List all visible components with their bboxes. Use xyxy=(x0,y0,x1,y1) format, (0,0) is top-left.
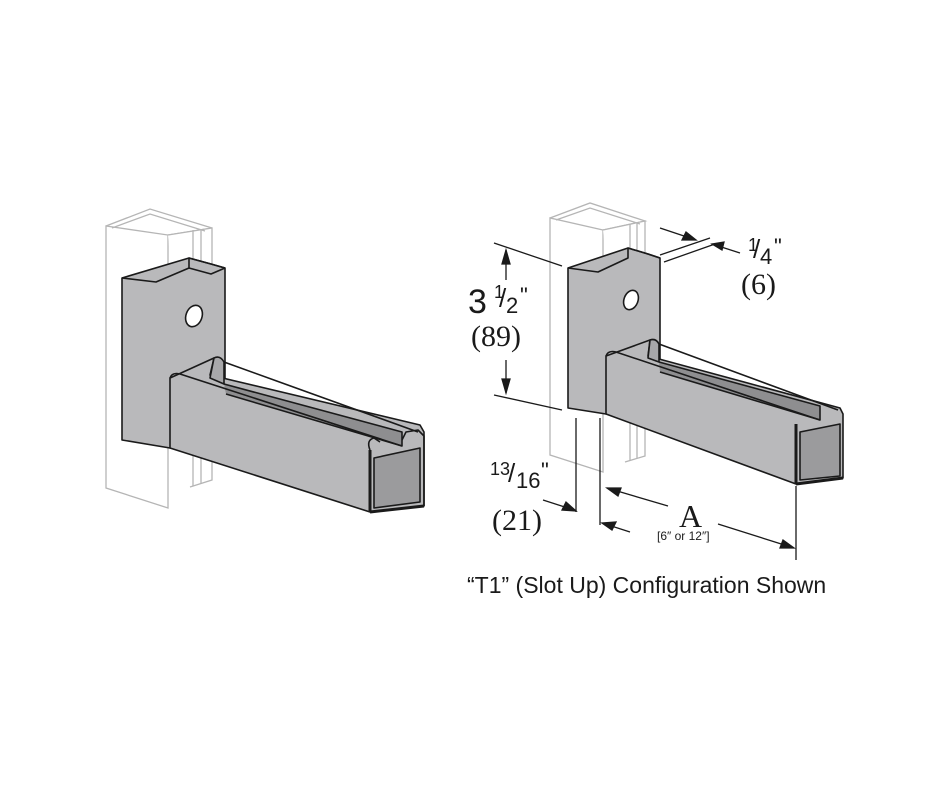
flange-numerator: 13 xyxy=(490,459,511,479)
height-unit: " xyxy=(520,283,528,308)
height-numerator: 1 xyxy=(494,282,505,302)
right-channel-arm xyxy=(605,338,844,486)
flange-fraction: 13 / 16 " xyxy=(490,460,570,496)
left-channel-arm xyxy=(169,356,425,514)
length-options: [6″ or 12″] xyxy=(657,529,710,543)
dimension-lines xyxy=(493,227,797,560)
thickness-unit: " xyxy=(774,234,782,259)
height-fraction: 1 / 2 " xyxy=(492,283,532,317)
thickness-denominator: 4 xyxy=(760,244,773,269)
thickness-numerator: 1 xyxy=(748,235,759,255)
thickness-fraction: 1 / 4 " xyxy=(748,236,792,270)
flange-metric: (21) xyxy=(492,504,542,537)
height-dimension-label: 3 xyxy=(468,285,487,319)
flange-fraction-slash: / xyxy=(508,458,516,488)
flange-unit: " xyxy=(541,458,549,483)
thickness-fraction-slash: / xyxy=(753,234,761,264)
thickness-metric: (6) xyxy=(741,268,776,301)
length-label: A xyxy=(679,498,703,534)
height-metric: (89) xyxy=(471,320,521,353)
height-denominator: 2 xyxy=(506,293,519,318)
height-whole: 3 xyxy=(468,283,487,321)
flange-denominator: 16 xyxy=(516,468,541,493)
height-fraction-slash: / xyxy=(499,283,507,313)
figure-caption: “T1” (Slot Up) Configuration Shown xyxy=(467,572,827,598)
